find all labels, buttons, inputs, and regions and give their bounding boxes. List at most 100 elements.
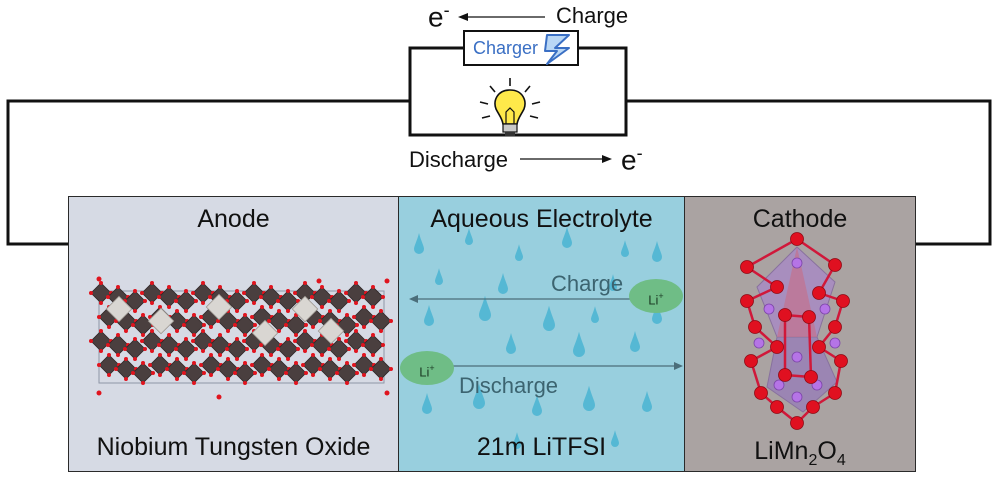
oxygen-atom	[252, 281, 256, 285]
anode-title: Anode	[197, 205, 270, 233]
oxygen-atom	[201, 349, 205, 353]
oxygen-atom	[235, 357, 239, 361]
oxygen-atom	[218, 353, 222, 357]
oxygen-atom	[260, 353, 264, 357]
oxygen-atom	[337, 337, 341, 341]
oxygen-atom	[286, 289, 290, 293]
octahedron	[107, 334, 129, 356]
oxygen-atom	[148, 363, 152, 367]
lithium-ion-left: Li+	[400, 351, 454, 385]
water-droplet	[424, 305, 434, 326]
oxygen-atom	[384, 390, 390, 396]
manganese-atom	[791, 257, 803, 269]
oxygen-atom	[802, 310, 816, 324]
tetrahedral-site	[317, 317, 345, 345]
oxygen-atom	[770, 280, 784, 294]
oxygen-atom	[243, 333, 247, 337]
oxygen-atom	[276, 347, 280, 351]
cathode-title: Cathode	[752, 205, 848, 233]
discharge-arrow	[520, 155, 612, 163]
charger-label: Charger	[473, 38, 539, 58]
cathode-formula: LiMn2O4	[685, 437, 915, 470]
water-droplet	[562, 227, 572, 248]
oxygen-atom	[320, 305, 324, 309]
manganese-atom	[773, 379, 785, 391]
oxygen-atom	[216, 367, 220, 371]
oxygen-atom	[277, 309, 281, 313]
octahedron	[158, 286, 180, 308]
oxygen-atom	[150, 349, 154, 353]
oxygen-atom	[89, 339, 93, 343]
oxygen-atom	[116, 285, 120, 289]
oxygen-atom	[301, 363, 305, 367]
oxygen-atom	[311, 353, 315, 357]
oxygen-atom	[184, 357, 188, 361]
oxygen-atom	[286, 357, 290, 361]
formula-sub-o: 4	[836, 452, 846, 469]
electron-symbol: e	[428, 1, 444, 33]
oxygen-atom	[133, 289, 137, 293]
oxygen-atom	[208, 295, 212, 299]
oxygen-atom	[384, 278, 390, 284]
water-droplet	[652, 241, 662, 262]
oxygen-atom	[201, 329, 205, 333]
charge-arrow	[458, 13, 545, 21]
oxygen-atom	[202, 371, 206, 375]
oxygen-atom	[310, 295, 314, 299]
oxygen-atom	[269, 353, 273, 357]
oxygen-atom	[311, 325, 315, 329]
oxygen-atom	[140, 339, 144, 343]
oxygen-atom	[242, 291, 246, 295]
ion-charge: +	[429, 363, 435, 373]
oxygen-atom	[371, 285, 375, 289]
oxygen-atom	[361, 343, 365, 347]
oxygen-atom	[124, 329, 128, 333]
oxygen-atom	[143, 347, 147, 351]
oxygen-atom	[194, 347, 198, 351]
cathode-panel: Cathode LiMn2O4	[684, 196, 916, 472]
oxygen-atom	[143, 299, 147, 303]
oxygen-atom	[379, 357, 383, 361]
water-droplet	[583, 385, 595, 411]
tetrahedral-site	[251, 319, 279, 347]
oxygen-atom	[192, 381, 196, 385]
oxygen-atom	[389, 319, 393, 323]
oxygen-atom	[344, 291, 348, 295]
oxygen-atom	[250, 315, 254, 319]
oxygen-atom	[233, 323, 237, 327]
lithium-ion-right: Li+	[629, 279, 683, 313]
oxygen-atom	[361, 295, 365, 299]
oxygen-atom	[253, 371, 257, 375]
oxygen-atom	[320, 285, 324, 289]
water-droplet	[473, 383, 485, 409]
oxygen-atom	[184, 337, 188, 341]
oxygen-atom	[245, 347, 249, 351]
water-droplet	[591, 306, 599, 323]
ion-charge: +	[658, 291, 664, 301]
oxygen-atom	[96, 276, 102, 282]
oxygen-atom	[754, 386, 768, 400]
water-droplet	[465, 228, 473, 245]
oxygen-atom	[225, 347, 229, 351]
oxygen-atom	[141, 313, 145, 317]
oxygen-atom	[124, 377, 128, 381]
octahedron	[268, 358, 290, 380]
oxygen-atom	[371, 333, 375, 337]
oxygen-atom	[167, 353, 171, 357]
oxygen-atom	[318, 367, 322, 371]
oxygen-atom	[293, 339, 297, 343]
electrolyte-charge-label: Charge	[551, 271, 624, 296]
oxygen-atom	[748, 320, 762, 334]
formula-sub-mn: 2	[808, 452, 818, 469]
oxygen-atom	[192, 313, 196, 317]
tetrahedral-site	[105, 295, 133, 323]
oxygen-atom	[328, 309, 332, 313]
water-droplet	[532, 395, 542, 416]
oxygen-atom	[327, 347, 331, 351]
octahedron	[370, 310, 392, 332]
oxygen-atom	[303, 349, 307, 353]
oxygen-atom	[252, 301, 256, 305]
oxygen-atom	[114, 367, 118, 371]
oxygen-atom	[158, 373, 162, 377]
oxygen-atom	[328, 357, 332, 361]
